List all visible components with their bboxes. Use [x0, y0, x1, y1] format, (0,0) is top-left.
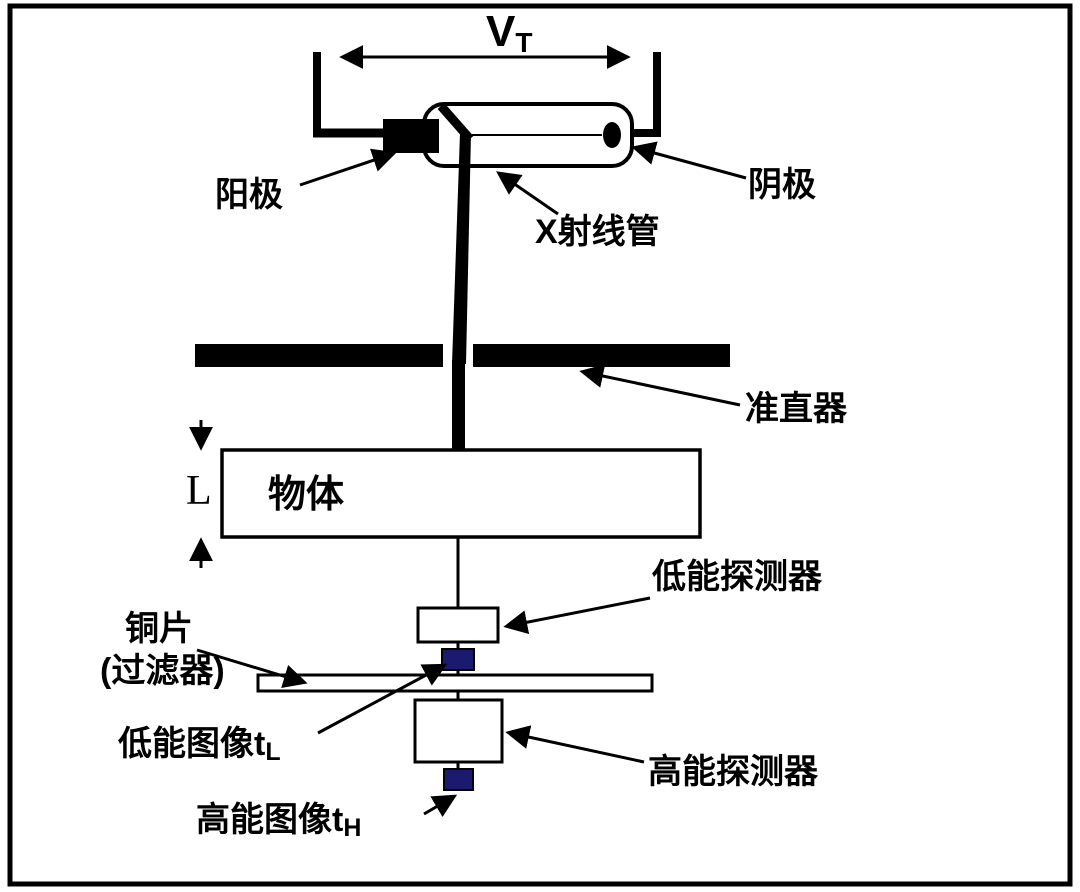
collimator-label: 准直器: [745, 390, 848, 428]
high-energy-image-sub-text: H: [343, 814, 361, 842]
object-box: [220, 448, 702, 539]
high-energy-detector-label: 高能探测器: [648, 753, 819, 791]
copper-filter-label: (过滤器): [100, 652, 225, 690]
xray-tube-label: X射线管: [535, 213, 660, 251]
low-energy-detector-label: 低能探测器: [652, 558, 823, 596]
low-energy-image-block: [441, 648, 475, 671]
object-label: 物体: [268, 474, 344, 516]
copper-label: 铜片: [125, 610, 193, 648]
high-energy-image-block: [443, 768, 474, 791]
high-energy-image-main-text: 高能图像t: [196, 801, 343, 839]
copper-filter-bar: [256, 673, 654, 693]
high-energy-detector-arrow: [505, 725, 645, 764]
cathode-arrow: [631, 141, 747, 180]
copper-filter-arrow: [196, 648, 308, 688]
anode-block: [383, 119, 439, 153]
low-energy-image-sub-text: L: [265, 738, 280, 766]
voltage-label: VT: [486, 7, 532, 58]
anode-arrow: [299, 148, 397, 187]
high-energy-detector-box: [413, 698, 504, 764]
xray-beam-wedge: [452, 133, 471, 364]
high-energy-image-label: 高能图像tH: [196, 801, 361, 842]
high-energy-image-arrow: [423, 794, 458, 818]
thickness-label: L: [186, 468, 212, 514]
collimator-arrow: [579, 364, 741, 407]
low-energy-image-arrow: [317, 663, 448, 735]
anode-label: 阳极: [215, 176, 283, 214]
low-energy-image-main-text: 低能图像t: [118, 725, 265, 763]
low-energy-detector-box: [416, 606, 500, 644]
collimator-right-bar: [473, 344, 730, 367]
cathode-element: [603, 122, 621, 148]
cathode-label: 阴极: [748, 166, 816, 204]
voltage-main-text: V: [486, 7, 516, 56]
collimator-left-bar: [195, 344, 443, 367]
xray-beam-column: [452, 360, 465, 452]
low-energy-detector-arrow: [503, 596, 651, 635]
low-energy-image-label: 低能图像tL: [118, 725, 281, 766]
xray-tube-arrow: [496, 171, 559, 216]
voltage-sub-text: T: [515, 27, 532, 58]
